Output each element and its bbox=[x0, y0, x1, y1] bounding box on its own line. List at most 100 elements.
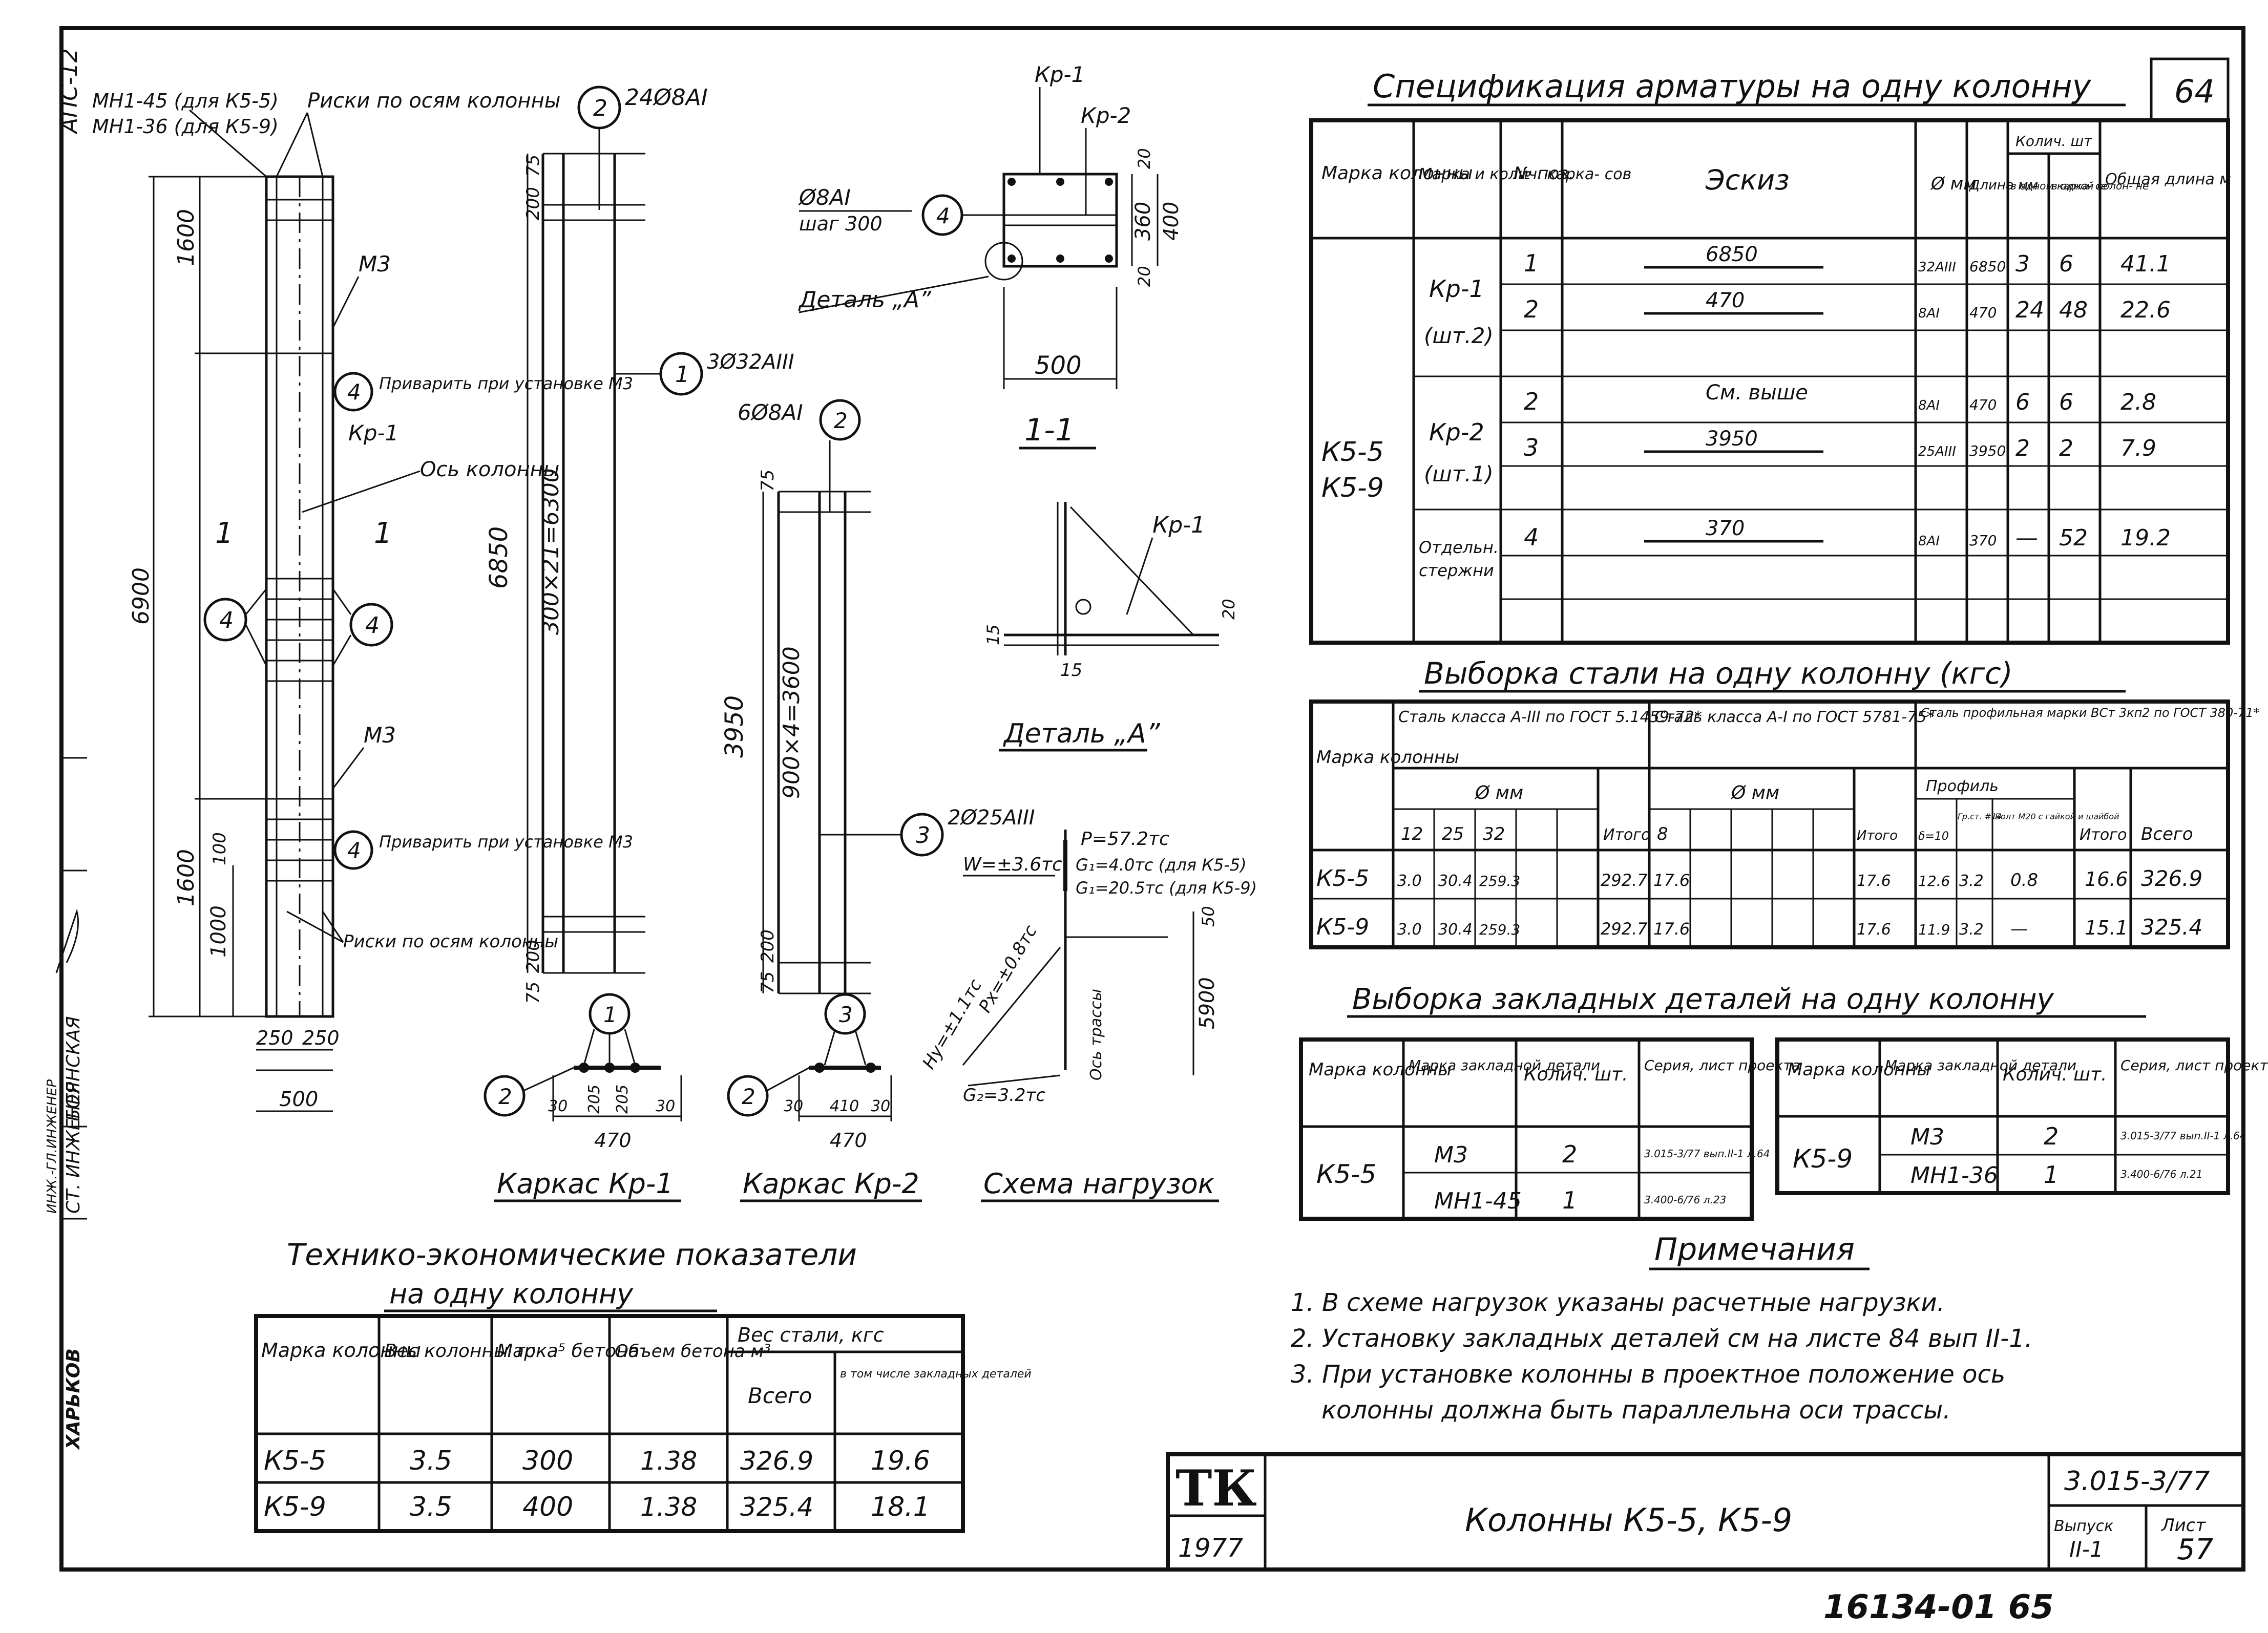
spec-row-len: 3950 bbox=[1969, 442, 2006, 459]
label-step-300: шаг 300 bbox=[799, 213, 883, 235]
spec-cage-kr2: Кр-2 bbox=[1429, 418, 1484, 446]
tep-title-1: Технико-экономические показатели bbox=[287, 1237, 857, 1272]
steel-h-itogo-3: Итого bbox=[2080, 826, 2127, 844]
frame2-title: Каркас Кр-2 bbox=[743, 1168, 919, 1200]
label-mn1-45: МН1-45 (для К5-5) bbox=[92, 90, 279, 112]
dim-6900: 6900 bbox=[128, 567, 154, 625]
dim-20-detail: 20 bbox=[1219, 599, 1238, 620]
dim-1600-top: 1600 bbox=[173, 209, 199, 266]
steel-row-it1: 292.7 bbox=[1601, 871, 1648, 890]
steel-h-d8: 8 bbox=[1657, 824, 1668, 844]
steel-row-p3: — bbox=[2010, 919, 2028, 939]
dim-20-a: 20 bbox=[1135, 148, 1154, 169]
stamp-city: ХАРЬКОВ bbox=[63, 1348, 84, 1450]
load-hy: Hy=±1.1тс bbox=[918, 975, 986, 1072]
steel-row-d12: 3.0 bbox=[1397, 921, 1422, 939]
spec-row-pos: 3 bbox=[1524, 434, 1539, 461]
tep-row-v: 1.38 bbox=[640, 1446, 697, 1476]
spec-row-pos: 2 bbox=[1524, 388, 1539, 415]
svg-text:2: 2 bbox=[498, 1084, 512, 1109]
label-risks-top: Риски по осям колонны bbox=[307, 89, 560, 113]
detail-title: Деталь „А” bbox=[1003, 718, 1161, 749]
steel-h-p2: Гр.ст. #14 bbox=[1958, 812, 2002, 821]
steel-table: Выборка стали на одну колонну (кгс) bbox=[1309, 656, 2260, 949]
detail-a: Кр-1 20 15 15 Деталь „А” bbox=[983, 502, 1238, 752]
spec-row-sketch: 6850 bbox=[1706, 243, 1758, 266]
svg-text:4: 4 bbox=[936, 203, 950, 228]
frame-kr2-section: 3 2 30 410 30 470 Каркас Кр-2 bbox=[727, 993, 922, 1202]
label-kr1: Кр-1 bbox=[348, 420, 398, 446]
tep-h-all: Всего bbox=[748, 1383, 812, 1408]
section-mark-right: 1 bbox=[374, 517, 392, 550]
label-m3-top: М3 bbox=[359, 251, 391, 277]
steel-h-d32: 32 bbox=[1483, 824, 1505, 844]
svg-text:4: 4 bbox=[347, 379, 361, 405]
label-mn1-36: МН1-36 (для К5-9) bbox=[92, 115, 279, 138]
steel-row-d12: 3.0 bbox=[1397, 872, 1422, 890]
dim-75-a: 75 bbox=[523, 155, 543, 177]
load-scheme: P=57.2тс G₁=4.0тс (для К5-5) G₁=20.5тс (… bbox=[918, 829, 1257, 1202]
tep-row-mark: К5-9 bbox=[264, 1492, 326, 1522]
label-axis: Ось колонны bbox=[420, 458, 559, 481]
spec-row-sketch: 470 bbox=[1706, 289, 1745, 312]
frame2-total: 470 bbox=[830, 1129, 867, 1152]
tep-table: Технико-экономические показатели на одну… bbox=[254, 1237, 1032, 1533]
emb-left-qty: 2 bbox=[1562, 1140, 1577, 1168]
spec-row-total: 19.2 bbox=[2120, 525, 2171, 551]
load-g2: G₂=3.2тс bbox=[963, 1085, 1045, 1106]
label-kr2-section: Кр-2 bbox=[1081, 103, 1131, 128]
title-issue-label: Выпуск bbox=[2054, 1517, 2113, 1535]
steel-row-d8: 17.6 bbox=[1653, 871, 1690, 890]
title-block: ТК 1977 Колонны К5-5, К5-9 3.015-3/77 Вы… bbox=[1166, 1452, 2245, 1572]
spec-row-qty-b: 6 bbox=[2059, 251, 2073, 277]
frame2-dim-0: 30 bbox=[784, 1097, 803, 1115]
dim-75-kr2: 75 bbox=[758, 470, 778, 492]
steel-h-p1: δ=10 bbox=[1918, 830, 1949, 843]
steel-h-p3: Болт М20 с гайкой и шайбой bbox=[1995, 812, 2119, 821]
spec-row-qty-b: 48 bbox=[2059, 297, 2088, 323]
cage-kr2-elevation: 6Ø8АI 2 3 2Ø25АIII 75 3950 900×4=3600 20… bbox=[720, 399, 1035, 994]
tep-h-steel: Вес стали, кгс bbox=[738, 1324, 884, 1346]
section-mark-left: 1 bbox=[215, 517, 234, 550]
tep-row-v: 1.38 bbox=[640, 1492, 697, 1522]
spec-row-len: 6850 bbox=[1969, 258, 2006, 275]
callout-4-top bbox=[333, 372, 373, 412]
logo: ТК bbox=[1175, 1459, 1257, 1517]
title-code: 3.015-3/77 bbox=[2064, 1466, 2210, 1497]
spec-row-sketch: См. выше bbox=[1706, 381, 1808, 405]
steel-h-dmm-2: Ø мм bbox=[1730, 782, 1779, 803]
title-name: Колонны К5-5, К5-9 bbox=[1465, 1501, 1792, 1539]
steel-row-mark: К5-9 bbox=[1316, 914, 1369, 940]
stamp-role-2: ИНЖ.-ГЛ.ИНЖЕНЕР bbox=[45, 1079, 60, 1214]
dim-6850: 6850 bbox=[485, 526, 513, 589]
steel-row-it1: 292.7 bbox=[1601, 919, 1648, 939]
steel-title: Выборка стали на одну колонну (кгс) bbox=[1424, 656, 2013, 691]
tep-h-incl: в том числе закладных деталей bbox=[840, 1368, 1032, 1381]
svg-text:2: 2 bbox=[593, 95, 607, 121]
load-px: Px=±0.8тс bbox=[975, 922, 1041, 1016]
dim-15-a: 15 bbox=[983, 624, 1003, 645]
dim-20-b: 20 bbox=[1135, 266, 1154, 287]
steel-row-p1: 11.9 bbox=[1918, 921, 1950, 938]
steel-h-a1: Сталь класса А-I по ГОСТ 5781-75* bbox=[1654, 708, 1935, 726]
label-weld-top: Приварить при установке М3 bbox=[379, 374, 633, 393]
emb-r-h-qty: Колич. шт. bbox=[2003, 1064, 2107, 1085]
emb-left-det: МН1-45 bbox=[1434, 1188, 1522, 1214]
note-3: 3. При установке колонны в проектное пол… bbox=[1291, 1360, 2005, 1389]
column-elevation: МН1-45 (для К5-5) МН1-36 (для К5-9) Риск… bbox=[92, 89, 633, 1112]
spec-h-qty: Колич. шт bbox=[2015, 133, 2092, 150]
signature-mark bbox=[55, 908, 79, 973]
spec-row-total: 2.8 bbox=[2120, 389, 2156, 415]
spec-h-len: Длина мм bbox=[1969, 178, 2038, 193]
frame1-dim-3: 30 bbox=[656, 1097, 675, 1115]
label-bar3: 2Ø25АIII bbox=[948, 806, 1035, 830]
steel-row-p2: 3.2 bbox=[1959, 921, 1984, 939]
section-title: 1-1 bbox=[1024, 412, 1075, 448]
frame1-title: Каркас Кр-1 bbox=[497, 1168, 674, 1200]
emb-l-h-ser: Серия, лист проекта bbox=[1644, 1057, 1800, 1074]
notes-title: Примечания bbox=[1654, 1232, 1855, 1267]
spec-cage-sep-2: стержни bbox=[1419, 561, 1494, 580]
cage-kr1-elevation: 2 24Ø8АI 1 3Ø32АIII 75 200 6850 300×21=6… bbox=[485, 84, 794, 1004]
